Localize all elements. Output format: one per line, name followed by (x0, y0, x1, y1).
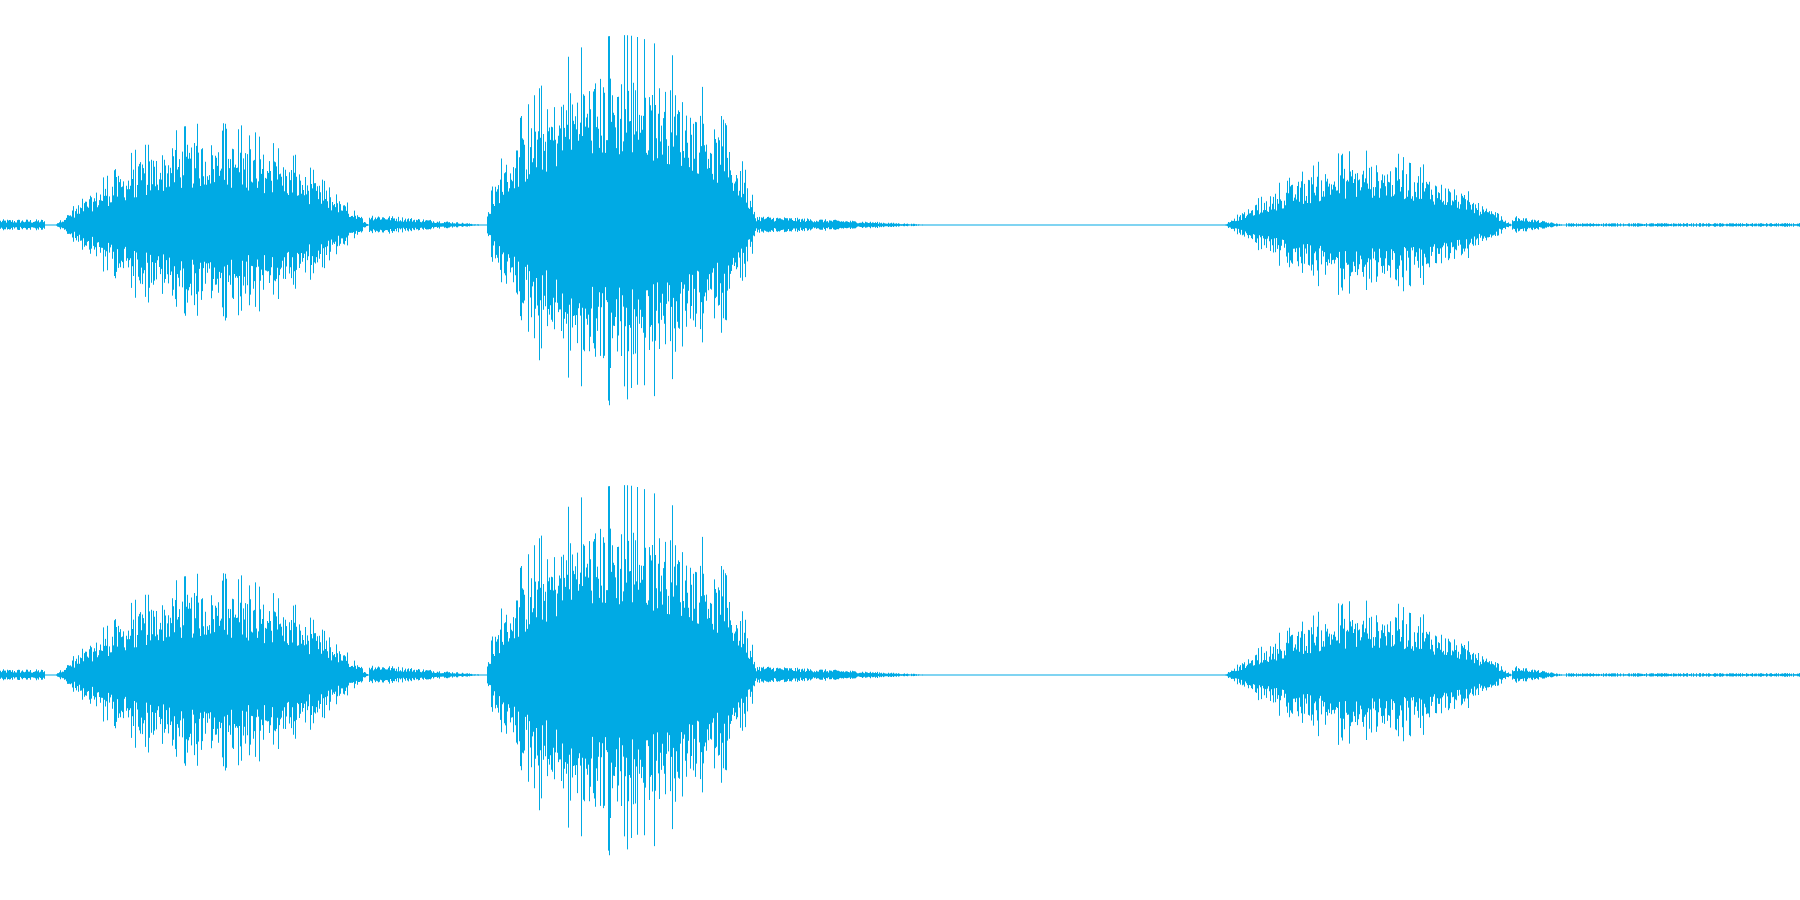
waveform-samples (0, 35, 1800, 406)
waveform-left-samples (0, 35, 1800, 406)
channel-left[interactable] (0, 0, 1800, 450)
waveform-right (0, 485, 1800, 856)
channel-right[interactable] (0, 450, 1800, 900)
waveform-samples (0, 485, 1800, 856)
waveform-right-samples (0, 485, 1800, 856)
waveform-left (0, 35, 1800, 406)
